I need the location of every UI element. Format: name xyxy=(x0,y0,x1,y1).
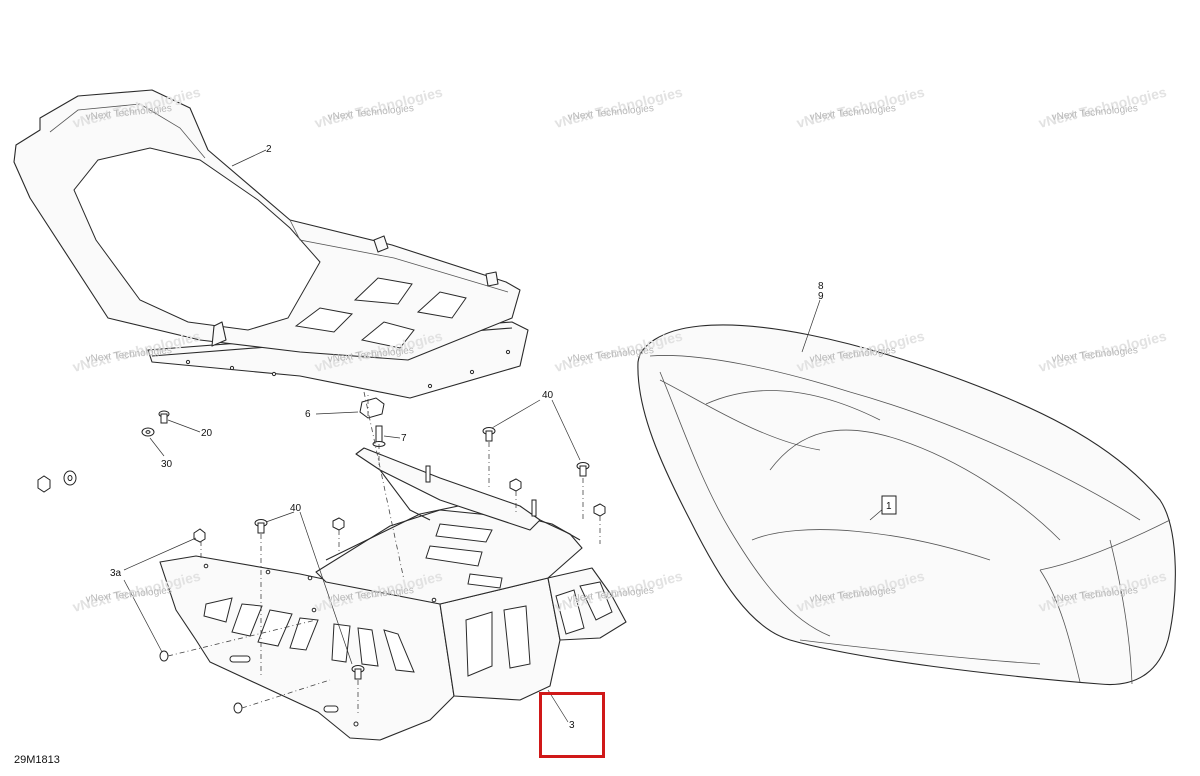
callout-labels: 2 8 9 1 6 7 20 30 40 40 3a 3 xyxy=(110,144,897,731)
part-3-skid-frame xyxy=(159,447,627,741)
callout-30: 30 xyxy=(161,459,173,470)
callout-9: 9 xyxy=(818,291,824,302)
callout-8: 8 xyxy=(818,281,824,292)
highlight-box-callout-3 xyxy=(539,692,605,758)
callout-20: 20 xyxy=(201,428,213,439)
callout-3a: 3a xyxy=(110,568,122,579)
callout-7: 7 xyxy=(401,433,407,444)
callout-3: 3 xyxy=(569,720,575,731)
callout-1-box xyxy=(881,495,897,515)
callout-6: 6 xyxy=(305,409,311,420)
drawing-code: 29M1813 xyxy=(14,754,60,766)
installation-lines xyxy=(167,391,601,716)
callout-1: 1 xyxy=(886,501,892,512)
part-1-seat xyxy=(637,324,1176,686)
callout-40-top: 40 xyxy=(542,390,554,401)
part-2-plate xyxy=(13,89,529,399)
callout-2: 2 xyxy=(266,144,272,155)
leader-lines xyxy=(123,149,885,723)
callout-40-left: 40 xyxy=(290,503,302,514)
